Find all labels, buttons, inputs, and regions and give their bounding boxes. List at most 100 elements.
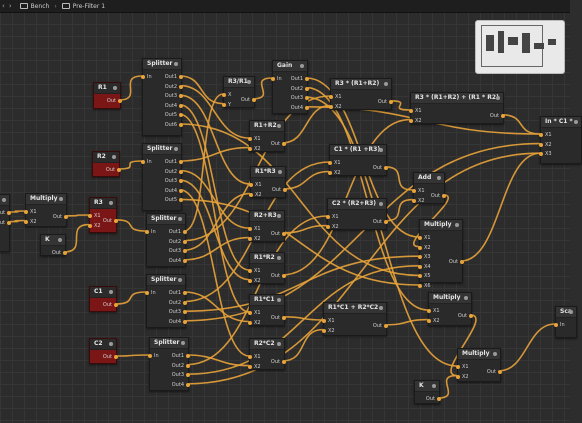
- input-pin[interactable]: [249, 192, 253, 197]
- node-status-dot-icon[interactable]: [379, 148, 383, 152]
- node-status-dot-icon[interactable]: [432, 384, 436, 388]
- node-status-dot-icon[interactable]: [59, 197, 63, 201]
- node-title[interactable]: Multiply: [420, 220, 462, 231]
- node-title[interactable]: C1 * (R1 +R3): [330, 145, 386, 156]
- output-pin[interactable]: [179, 94, 183, 99]
- wire[interactable]: [183, 93, 224, 232]
- output-pin[interactable]: [442, 193, 446, 198]
- node-title[interactable]: C1: [90, 287, 116, 298]
- input-pin[interactable]: [329, 104, 333, 109]
- output-pin[interactable]: [305, 96, 309, 101]
- input-pin[interactable]: [248, 311, 252, 315]
- node-status-dot-icon[interactable]: [109, 342, 113, 346]
- wire[interactable]: [117, 160, 143, 170]
- wire[interactable]: [179, 169, 250, 229]
- wire[interactable]: [183, 192, 251, 251]
- output-pin[interactable]: [179, 75, 183, 79]
- node-status-dot-icon[interactable]: [300, 64, 304, 68]
- input-pin[interactable]: [329, 95, 333, 99]
- output-pin[interactable]: [63, 251, 67, 255]
- output-pin[interactable]: [282, 141, 286, 146]
- output-pin[interactable]: [179, 198, 183, 203]
- wire[interactable]: [179, 113, 250, 313]
- wire[interactable]: [118, 75, 143, 101]
- output-pin[interactable]: [7, 211, 11, 215]
- node-status-dot-icon[interactable]: [277, 298, 281, 302]
- node-status-dot-icon[interactable]: [278, 170, 282, 174]
- output-pin[interactable]: [186, 382, 190, 387]
- input-pin[interactable]: [248, 278, 252, 283]
- output-pin[interactable]: [183, 230, 187, 234]
- node-title[interactable]: R2+R3: [250, 211, 284, 222]
- output-pin[interactable]: [282, 231, 286, 236]
- wire[interactable]: [7, 219, 26, 223]
- node-title[interactable]: K: [415, 381, 439, 392]
- node-status-dot-icon[interactable]: [174, 147, 178, 151]
- input-pin[interactable]: [24, 210, 28, 214]
- input-pin[interactable]: [145, 230, 149, 234]
- wire[interactable]: [186, 215, 328, 366]
- wire[interactable]: [282, 328, 324, 362]
- node-title[interactable]: [0, 195, 9, 206]
- output-pin[interactable]: [305, 77, 309, 81]
- input-pin[interactable]: [328, 170, 332, 175]
- input-pin[interactable]: [141, 75, 145, 79]
- wire[interactable]: [179, 104, 250, 271]
- wire[interactable]: [179, 146, 250, 162]
- output-pin[interactable]: [282, 315, 286, 320]
- wire[interactable]: [186, 152, 541, 385]
- node-status-dot-icon[interactable]: [109, 290, 113, 294]
- output-pin[interactable]: [179, 113, 183, 118]
- input-pin[interactable]: [326, 215, 330, 219]
- node-title[interactable]: C2: [90, 339, 116, 350]
- output-pin[interactable]: [179, 84, 183, 89]
- output-pin[interactable]: [501, 113, 505, 118]
- wire[interactable]: [384, 198, 414, 222]
- node-title[interactable]: Multiply: [429, 293, 471, 304]
- node-status-dot-icon[interactable]: [113, 86, 117, 90]
- node-status-dot-icon[interactable]: [379, 306, 383, 310]
- wire[interactable]: [282, 118, 411, 276]
- wire[interactable]: [283, 170, 330, 190]
- output-pin[interactable]: [179, 188, 183, 193]
- node-title[interactable]: Splitter: [147, 275, 185, 286]
- node-title[interactable]: R1+R2: [250, 121, 284, 132]
- input-pin[interactable]: [248, 269, 252, 273]
- input-pin[interactable]: [222, 93, 226, 97]
- node-status-dot-icon[interactable]: [277, 256, 281, 260]
- node-status-dot-icon[interactable]: [574, 120, 578, 124]
- input-pin[interactable]: [248, 137, 252, 141]
- output-pin[interactable]: [183, 310, 187, 315]
- node-title[interactable]: K: [41, 235, 65, 246]
- output-pin[interactable]: [186, 354, 190, 358]
- node-title[interactable]: R1: [94, 83, 120, 94]
- node-title[interactable]: R1*C1 + R2*C2: [324, 303, 386, 314]
- node-status-dot-icon[interactable]: [493, 352, 497, 356]
- wire[interactable]: [252, 77, 273, 100]
- breadcrumb-item-prefilter[interactable]: Pre-Filter 1: [72, 2, 106, 10]
- node-status-dot-icon[interactable]: [437, 176, 441, 180]
- node-title[interactable]: Multiply: [458, 349, 500, 360]
- node-title[interactable]: Splitter: [143, 144, 181, 155]
- input-pin[interactable]: [248, 227, 252, 231]
- wire[interactable]: [450, 314, 477, 377]
- input-pin[interactable]: [322, 328, 326, 333]
- output-pin[interactable]: [282, 359, 286, 364]
- node-title[interactable]: Splitter: [143, 59, 181, 70]
- output-pin[interactable]: [64, 214, 68, 219]
- input-pin[interactable]: [248, 236, 252, 241]
- output-pin[interactable]: [114, 355, 118, 359]
